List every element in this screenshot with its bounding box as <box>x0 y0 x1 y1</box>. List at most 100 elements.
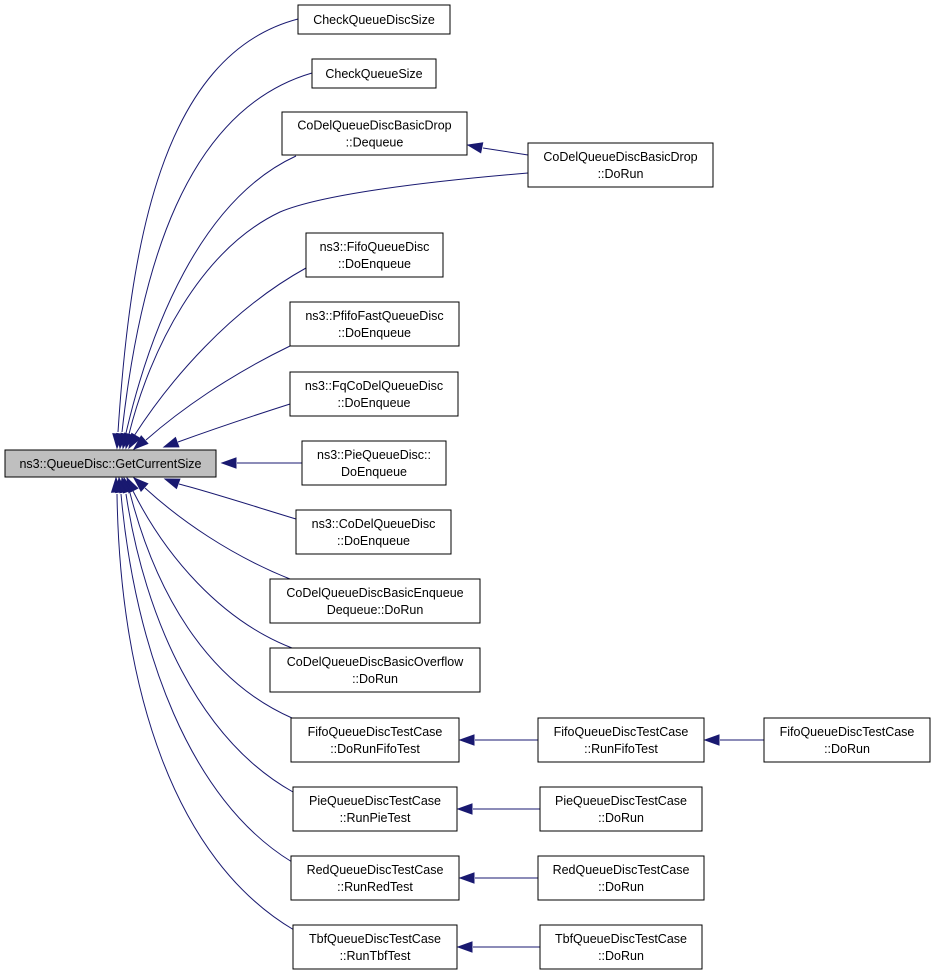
node-label-line: FifoQueueDiscTestCase <box>554 725 689 739</box>
edge-line <box>133 267 307 437</box>
node-root[interactable]: ns3::QueueDisc::GetCurrentSize <box>4 449 217 478</box>
node-label-line: ::DoRun <box>598 811 644 825</box>
arrowhead-icon <box>132 477 149 492</box>
node-box <box>537 855 705 901</box>
node-box <box>292 786 458 832</box>
edge-line <box>128 172 529 435</box>
node-label-line: ::DoRun <box>598 167 644 181</box>
node-red-test-dorun[interactable]: RedQueueDiscTestCase::DoRun <box>537 855 705 901</box>
root-node-box <box>4 449 217 478</box>
edge-line <box>117 18 299 433</box>
edge-fq-codel-doenqueue-to-root <box>162 403 291 448</box>
node-box <box>763 717 931 763</box>
arrowhead-icon <box>163 478 181 490</box>
node-label-line: ::DoEnqueue <box>338 257 411 271</box>
node-box <box>290 855 460 901</box>
node-fq-codel-doenqueue[interactable]: ns3::FqCoDelQueueDisc::DoEnqueue <box>289 371 459 417</box>
edge-tbf-test-runtbftest-to-root <box>110 476 295 931</box>
node-tbf-test-runtbftest[interactable]: TbfQueueDiscTestCase::RunTbfTest <box>292 924 458 970</box>
node-label-line: Dequeue::DoRun <box>327 603 424 617</box>
edge-line <box>120 493 293 863</box>
edge-red-test-runredtest-to-root <box>115 476 293 863</box>
edge-red-test-dorun-to-red-test-runredtest <box>458 872 538 884</box>
node-label-line: RedQueueDiscTestCase <box>307 863 444 877</box>
node-label-line: ::DoRun <box>598 949 644 963</box>
arrowhead-icon <box>220 457 237 469</box>
edge-line <box>177 403 291 443</box>
node-label-line: TbfQueueDiscTestCase <box>309 932 441 946</box>
node-label-line: ns3::PieQueueDisc:: <box>317 448 431 462</box>
node-box <box>292 924 458 970</box>
node-label-line: CoDelQueueDiscBasicDrop <box>543 150 697 164</box>
node-label-line: ::RunRedTest <box>337 880 413 894</box>
node-box <box>539 924 703 970</box>
node-fifo-queue-disc-doenqueue[interactable]: ns3::FifoQueueDisc::DoEnqueue <box>305 232 444 278</box>
node-pie-test-runpietest[interactable]: PieQueueDiscTestCase::RunPieTest <box>292 786 458 832</box>
node-label-line: TbfQueueDiscTestCase <box>555 932 687 946</box>
node-label-line: FifoQueueDiscTestCase <box>308 725 443 739</box>
node-fifo-test-dorunfifotest[interactable]: FifoQueueDiscTestCase::DoRunFifoTest <box>290 717 460 763</box>
edge-line <box>145 345 291 441</box>
node-label-line: RedQueueDiscTestCase <box>553 863 690 877</box>
node-label-line: DoEnqueue <box>341 465 407 479</box>
edge-pie-queue-disc-doenqueue-to-root <box>220 457 302 469</box>
arrowhead-icon <box>466 142 484 154</box>
node-red-test-runredtest[interactable]: RedQueueDiscTestCase::RunRedTest <box>290 855 460 901</box>
node-box <box>539 786 703 832</box>
edges-layer <box>110 18 764 953</box>
node-pie-queue-disc-doenqueue[interactable]: ns3::PieQueueDisc::DoEnqueue <box>301 440 447 486</box>
arrowhead-icon <box>458 872 475 884</box>
node-label-line: ns3::PfifoFastQueueDisc <box>305 309 443 323</box>
node-label-line: ::DoRun <box>824 742 870 756</box>
node-codel-queue-disc-doenqueue[interactable]: ns3::CoDelQueueDisc::DoEnqueue <box>295 509 452 555</box>
node-box <box>295 509 452 555</box>
node-fifo-test-dorun[interactable]: FifoQueueDiscTestCase::DoRun <box>763 717 931 763</box>
edge-pfifo-fast-doenqueue-to-root <box>132 345 291 450</box>
node-check-queue-disc-size[interactable]: CheckQueueDiscSize <box>297 4 451 35</box>
node-label-line: ::DoRunFifoTest <box>330 742 420 756</box>
node-label-line: CheckQueueDiscSize <box>313 13 435 27</box>
node-tbf-test-dorun[interactable]: TbfQueueDiscTestCase::DoRun <box>539 924 703 970</box>
arrowhead-icon <box>458 734 475 746</box>
node-codel-basic-overflow-dorun[interactable]: CoDelQueueDiscBasicOverflow::DoRun <box>269 647 481 693</box>
edge-fifo-queue-disc-doenqueue-to-root <box>128 267 307 450</box>
node-label-line: ::RunPieTest <box>340 811 411 825</box>
node-box <box>537 717 705 763</box>
node-fifo-test-runfifotest[interactable]: FifoQueueDiscTestCase::RunFifoTest <box>537 717 705 763</box>
edge-line <box>125 493 294 793</box>
arrowhead-icon <box>456 941 473 953</box>
edge-fifo-test-dorun-to-fifo-test-runfifotest <box>703 734 764 746</box>
node-box <box>269 578 481 624</box>
edge-line <box>178 483 297 520</box>
node-check-queue-size[interactable]: CheckQueueSize <box>311 58 437 89</box>
node-label-line: ::DoRun <box>598 880 644 894</box>
edge-fifo-test-dorunfifotest-to-root <box>122 476 293 719</box>
arrowhead-icon <box>456 803 473 815</box>
node-box <box>527 142 714 188</box>
node-codel-basic-drop-dequeue[interactable]: CoDelQueueDiscBasicDrop::Dequeue <box>281 111 468 156</box>
edge-codel-queue-disc-doenqueue-to-root <box>163 478 297 520</box>
node-box <box>311 58 437 89</box>
node-pie-test-dorun[interactable]: PieQueueDiscTestCase::DoRun <box>539 786 703 832</box>
node-label-line: CoDelQueueDiscBasicOverflow <box>287 655 464 669</box>
node-box <box>281 111 468 156</box>
edge-pie-test-dorun-to-pie-test-runpietest <box>456 803 540 815</box>
edge-codel-basic-drop-dequeue-to-root <box>120 155 297 450</box>
edge-line <box>132 490 293 649</box>
edge-codel-basic-drop-dorun-to-codel-basic-drop-dequeue <box>466 142 529 156</box>
node-codel-basic-drop-dorun[interactable]: CoDelQueueDiscBasicDrop::DoRun <box>527 142 714 188</box>
node-pfifo-fast-doenqueue[interactable]: ns3::PfifoFastQueueDisc::DoEnqueue <box>289 301 460 347</box>
node-label-line: FifoQueueDiscTestCase <box>780 725 915 739</box>
edge-codel-basic-enqueue-dequeue-dorun-to-root <box>132 477 291 580</box>
node-label-line: ::RunTbfTest <box>340 949 411 963</box>
node-label-line: ns3::FifoQueueDisc <box>320 240 430 254</box>
edge-line <box>144 487 291 580</box>
edge-line <box>482 147 529 156</box>
node-box <box>290 717 460 763</box>
node-label-line: PieQueueDiscTestCase <box>309 794 441 808</box>
node-box <box>301 440 447 486</box>
node-label-line: ::Dequeue <box>346 136 404 150</box>
node-label-line: PieQueueDiscTestCase <box>555 794 687 808</box>
